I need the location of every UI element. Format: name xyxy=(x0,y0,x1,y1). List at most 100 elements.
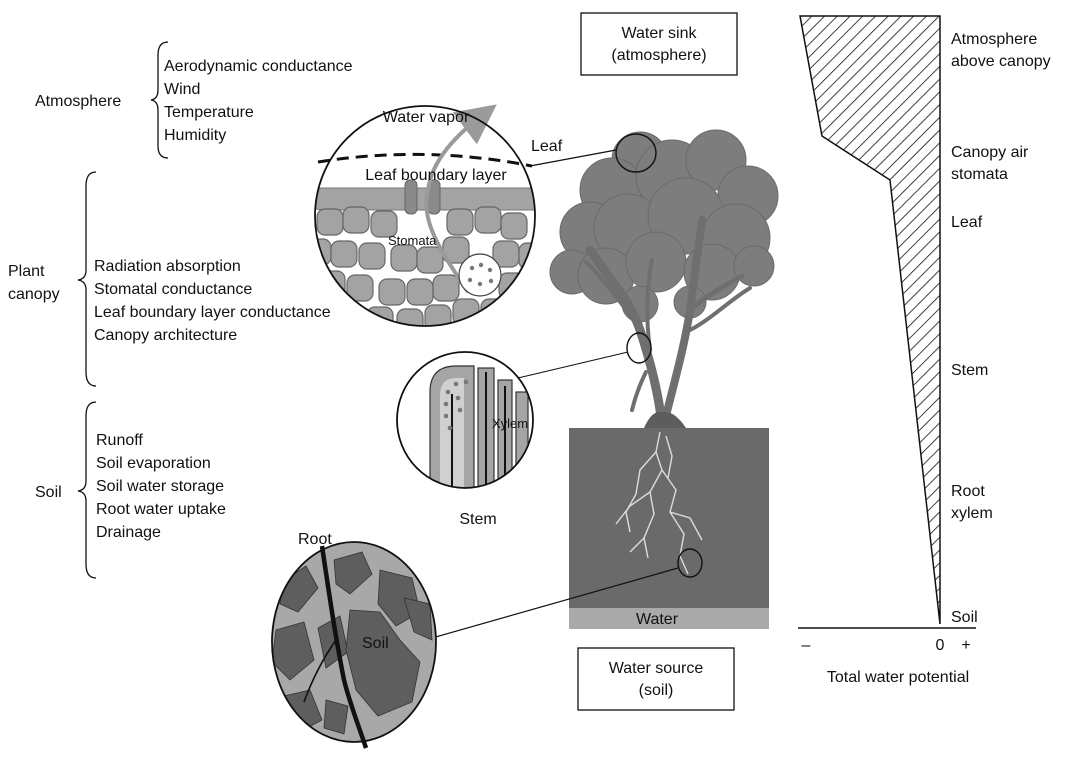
root-callout-ring xyxy=(677,548,703,578)
mesophyll-cell xyxy=(316,208,344,236)
atmosphere-brace xyxy=(150,41,169,159)
potential-level-label: above canopy xyxy=(951,53,1051,70)
canopy-label-line1: Plant xyxy=(8,263,45,280)
mesophyll-cell xyxy=(342,206,370,234)
potential-hatched-area xyxy=(799,15,941,625)
mesophyll-cell xyxy=(358,242,386,270)
mesophyll-cell xyxy=(336,302,364,326)
canopy-factor: Radiation absorption xyxy=(94,258,241,275)
chloroplast-dots xyxy=(467,262,494,287)
atmosphere-factor: Aerodynamic conductance xyxy=(164,58,353,75)
water-source-line1: Water source xyxy=(609,660,704,677)
water-sink-box: Water sink (atmosphere) xyxy=(580,12,738,76)
soil-factor: Soil water storage xyxy=(96,478,224,495)
mesophyll-cell xyxy=(330,240,358,268)
atmosphere-factor: Humidity xyxy=(164,127,226,144)
potential-level-label: Atmosphere xyxy=(951,31,1037,48)
stomata-label: Stomata xyxy=(388,233,437,248)
water-vapor-label: Water vapor xyxy=(383,109,470,126)
soil-label: Soil xyxy=(35,484,62,501)
leaf-callout-label: Leaf xyxy=(531,138,563,155)
soil-factor: Soil evaporation xyxy=(96,455,211,472)
root-inset: Soil Root xyxy=(271,531,437,749)
groundwater-label: Water xyxy=(636,611,679,628)
stem-callout-label: Stem xyxy=(459,511,496,528)
root-strand xyxy=(319,545,369,749)
root-inset-ring xyxy=(271,541,437,743)
canopy-brace xyxy=(77,171,97,387)
leaf-callout-ring xyxy=(615,133,657,173)
canopy-label-line2: canopy xyxy=(8,286,60,303)
mesophyll-cell xyxy=(500,212,528,240)
mesophyll-cell xyxy=(390,244,418,272)
stem-inset: Xylem Stem xyxy=(396,351,534,528)
canopy-factor: Canopy architecture xyxy=(94,327,237,344)
potential-level-label: Canopy air xyxy=(951,144,1029,161)
canopy-category: Plant canopy Radiation absorption Stomat… xyxy=(8,171,331,387)
mesophyll-cell xyxy=(498,272,526,300)
leaf-boundary-layer-label: Leaf boundary layer xyxy=(365,167,507,184)
root-hair xyxy=(303,639,337,703)
atmosphere-category: Atmosphere Aerodynamic conductance Wind … xyxy=(35,41,353,159)
mesophyll-cells xyxy=(315,206,535,326)
soil-body xyxy=(569,428,769,608)
potential-level-label: Leaf xyxy=(951,214,983,231)
boundary-layer-line xyxy=(317,152,533,168)
trunk-and-branches xyxy=(584,216,752,429)
axis-minus-label: – xyxy=(802,637,811,654)
water-source-line2: (soil) xyxy=(639,682,674,699)
leaf-inset-ring xyxy=(314,105,536,327)
mesophyll-cell xyxy=(370,210,398,238)
chloroplast-cell xyxy=(458,253,502,297)
potential-level-label: xylem xyxy=(951,505,993,522)
potential-level-label: Soil xyxy=(951,609,978,626)
grass-tuft xyxy=(644,411,686,428)
axis-plus-label: + xyxy=(961,637,970,654)
soil-factor: Runoff xyxy=(96,432,143,449)
mesophyll-cell xyxy=(432,274,460,302)
soil-inset-label: Soil xyxy=(362,635,389,652)
potential-level-label: stomata xyxy=(951,166,1008,183)
soil-brace xyxy=(77,401,97,579)
atmosphere-label: Atmosphere xyxy=(35,93,121,110)
mesophyll-cell xyxy=(346,274,374,302)
mesophyll-cell xyxy=(396,308,424,326)
stem-inset-ring xyxy=(396,351,534,489)
soil-factor: Drainage xyxy=(96,524,161,541)
mesophyll-cell xyxy=(446,208,474,236)
roots xyxy=(615,431,703,575)
axis-zero-label: 0 xyxy=(936,637,945,654)
root-callout-label: Root xyxy=(298,531,332,548)
mesophyll-cell xyxy=(480,298,508,326)
root-connector xyxy=(431,567,679,639)
stem-connector xyxy=(517,351,629,379)
leaf-connector xyxy=(529,149,617,167)
mesophyll-cell xyxy=(406,278,434,306)
soil-factor: Root water uptake xyxy=(96,501,226,518)
water-sink-line1: Water sink xyxy=(622,25,698,42)
potential-level-label: Root xyxy=(951,483,985,500)
atmosphere-factor: Wind xyxy=(164,81,200,98)
xylem-label: Xylem xyxy=(492,416,528,431)
mesophyll-cell xyxy=(416,246,444,274)
vapor-flow-arrow xyxy=(424,104,497,294)
xylem-vessel xyxy=(515,391,529,488)
stem-callout-ring xyxy=(626,332,652,364)
mesophyll-cell xyxy=(474,206,502,234)
leaf-inset: Water vapor Leaf boundary layer Stomata … xyxy=(314,104,563,327)
soil-block: Water xyxy=(569,428,769,629)
soil-category: Soil Runoff Soil evaporation Soil water … xyxy=(35,401,226,579)
water-potential-profile: Atmosphere above canopy Canopy air stoma… xyxy=(798,15,1051,686)
potential-level-label: Stem xyxy=(951,362,988,379)
water-source-box: Water source (soil) xyxy=(577,647,735,711)
stem-dots xyxy=(443,379,469,431)
canopy-factor: Leaf boundary layer conductance xyxy=(94,304,331,321)
atmosphere-factor: Temperature xyxy=(164,104,254,121)
mesophyll-cell xyxy=(424,304,452,326)
tree xyxy=(549,129,779,429)
guard-cell xyxy=(404,179,418,215)
canopy-factor: Stomatal conductance xyxy=(94,281,252,298)
axis-title: Total water potential xyxy=(827,669,969,686)
